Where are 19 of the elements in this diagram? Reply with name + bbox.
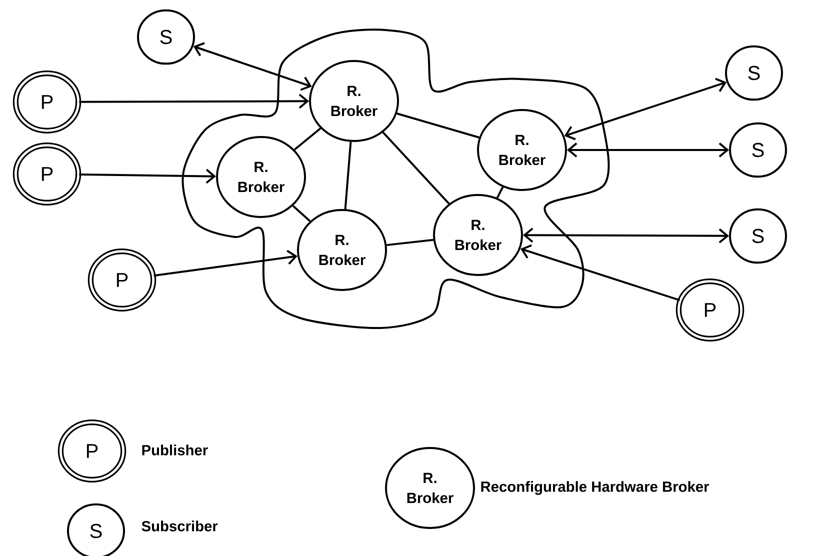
arrow (523, 228, 729, 244)
connector-line (294, 128, 322, 150)
node-label: Subscriber (142, 520, 218, 532)
connector-line (292, 205, 311, 222)
arrow (567, 142, 729, 158)
connector-line (386, 238, 434, 246)
arrow (564, 78, 727, 140)
connector-line (396, 112, 480, 138)
arrow (79, 94, 309, 109)
connector-line (382, 132, 450, 204)
arrow (79, 168, 216, 184)
arrow (193, 42, 312, 91)
arrow (520, 244, 680, 302)
connector-line (344, 142, 352, 210)
connector-line (496, 186, 504, 198)
arrow (154, 250, 298, 277)
network-cloud (182, 28, 610, 329)
node-label: Reconfigurable Hardware Broker (481, 481, 710, 495)
node-label: Publisher (142, 444, 208, 456)
